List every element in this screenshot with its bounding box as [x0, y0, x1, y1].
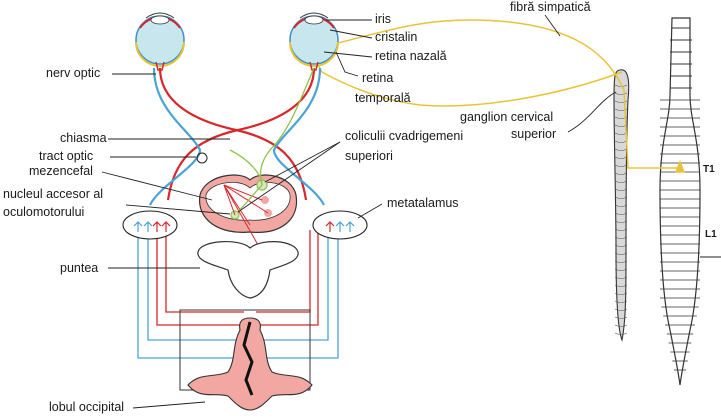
ganglion-bump — [614, 164, 628, 167]
metatalamus-label: metatalamus — [387, 196, 459, 210]
nucleul-leader — [125, 204, 231, 215]
ganglion-leader — [567, 91, 617, 133]
coliculii-leader-1 — [264, 141, 341, 183]
ganglion-bump — [614, 236, 628, 239]
ganglion-bump — [614, 276, 628, 279]
nasal-pathway-red — [158, 67, 316, 201]
l1-label: L1 — [705, 229, 717, 240]
sympathetic-chain — [613, 69, 630, 342]
right-eye — [289, 12, 339, 71]
temporal-pathway-blue — [149, 67, 325, 206]
ganglion-bump — [614, 220, 628, 223]
ganglion-bump — [614, 252, 628, 255]
ganglion-bump — [614, 92, 628, 95]
spinal-cord — [659, 17, 701, 386]
lobul-occipital-leader — [132, 401, 206, 409]
ganglion-label-line2: superior — [511, 127, 556, 141]
retina-temporala-label-line2: temporală — [355, 91, 411, 105]
t1-label: T1 — [703, 164, 715, 175]
ganglion-bump — [614, 260, 628, 263]
ganglion-bump — [614, 212, 628, 215]
retina-temporala-label-line1: retina — [362, 71, 393, 85]
fibra-simpatica-leader — [544, 14, 561, 37]
parasympathetic-fiber — [229, 67, 315, 213]
lobul-occipital-label: lobul occipital — [49, 400, 124, 414]
ganglion-bump — [614, 316, 628, 319]
chiasma-label: chiasma — [60, 131, 107, 145]
puntea-shape — [197, 241, 299, 299]
metatalamus-leader — [357, 203, 383, 219]
ganglion-bump — [614, 196, 628, 199]
tract-optic-label: tract optic — [39, 149, 93, 163]
iris-label: iris — [375, 12, 391, 26]
ganglion-bump — [614, 204, 628, 207]
fibra-simpatica-label: fibră simpatică — [510, 0, 591, 14]
coliculii-label-line2: superiori — [345, 149, 393, 163]
mezencefal-leader — [101, 171, 213, 201]
retina-nazala-leader — [323, 51, 373, 58]
cristalin-leader — [329, 29, 373, 39]
cristalin-label: cristalin — [375, 30, 417, 44]
ganglion-bump — [614, 148, 628, 151]
ganglion-bump — [614, 172, 628, 175]
ganglion-bump — [614, 228, 628, 231]
occipital-lobe — [187, 317, 313, 411]
ganglion-bump — [614, 156, 628, 159]
retina-temporala-leader — [335, 51, 359, 77]
ganglion-bump — [614, 108, 628, 111]
ganglion-bump — [614, 284, 628, 287]
ganglion-bump — [614, 244, 628, 247]
retina-nazala-label: retina nazală — [375, 49, 447, 63]
pretectal-fibers — [223, 184, 269, 253]
coliculii-label-line1: coliculii cvadrigemeni — [345, 129, 463, 143]
left-eye — [135, 12, 185, 71]
puntea-label: puntea — [60, 261, 98, 275]
nerv-optic-label: nerv optic — [46, 66, 100, 80]
ganglion-bump — [614, 324, 628, 327]
ganglion-bump — [614, 188, 628, 191]
ganglion-bump — [614, 300, 628, 303]
nucleul-label-line1: nucleul accesor al — [3, 187, 103, 201]
ganglion-bump — [614, 308, 628, 311]
ganglion-bump — [614, 292, 628, 295]
coliculii-leader-2 — [237, 141, 341, 213]
optic-radiations — [137, 230, 339, 359]
ganglion-label-line1: ganglion cervical — [460, 110, 553, 124]
ganglion-bump — [614, 332, 628, 335]
sympathetic-fiber — [315, 19, 686, 173]
ganglion-bump — [614, 84, 628, 87]
left-metatalamus — [122, 210, 178, 240]
ganglion-bump — [614, 100, 628, 103]
ganglion-bump — [614, 180, 628, 183]
nucleul-label-line2: oculomotorului — [3, 205, 84, 219]
mezencefal-label: mezencefal — [29, 164, 93, 178]
ganglion-bump — [614, 268, 628, 271]
